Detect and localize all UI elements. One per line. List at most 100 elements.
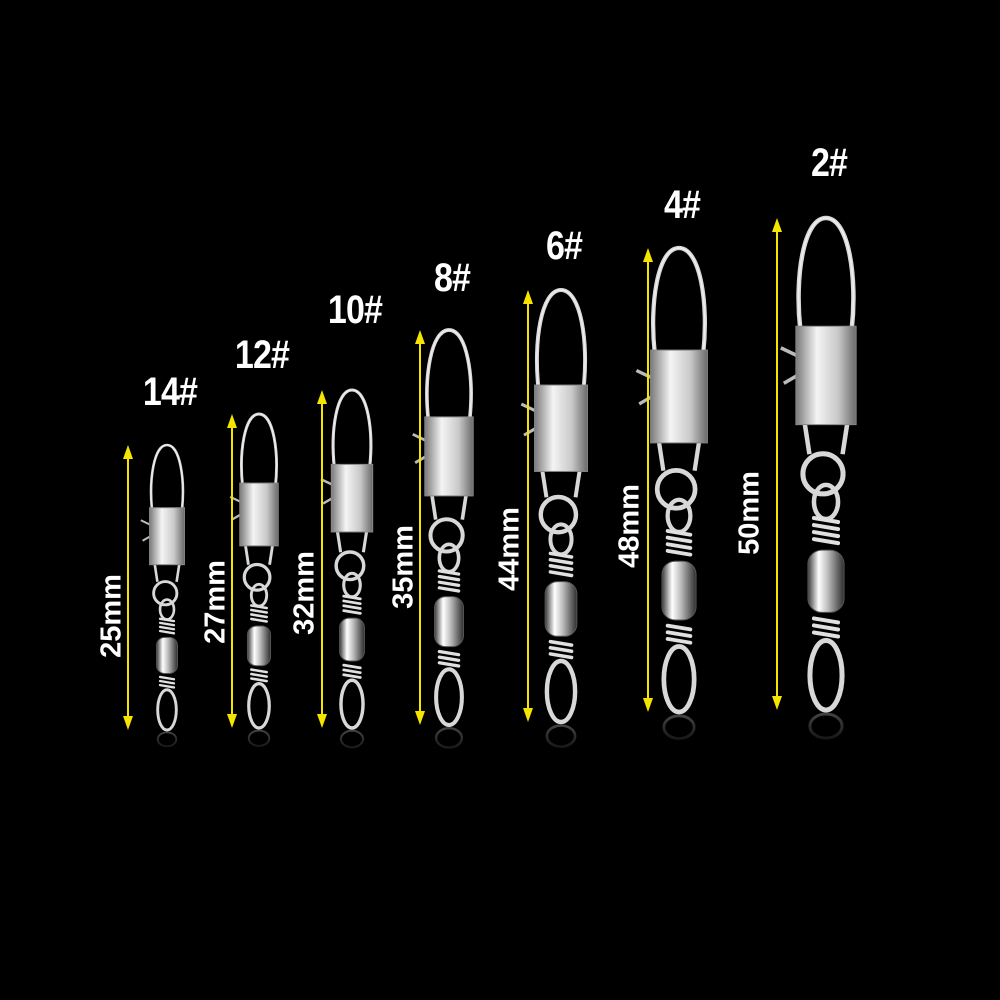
snap-wire-loop	[425, 328, 473, 422]
length-label: 27mm	[199, 560, 232, 645]
wire-twist-lower	[548, 652, 574, 660]
snap-wire-lower	[430, 495, 468, 520]
split-ring	[800, 451, 846, 497]
snap-latch	[140, 519, 151, 542]
swivel-eye-lower	[434, 667, 464, 728]
size-label: 10#	[327, 288, 383, 332]
swivel-7	[772, 215, 857, 753]
snap-wire-highlight	[536, 289, 586, 390]
swivel-3	[317, 388, 374, 758]
snap-wire-loop	[651, 245, 707, 355]
wire-twist	[811, 530, 841, 539]
wire-twist-lower	[250, 677, 268, 683]
snap-latch	[635, 368, 653, 406]
wire-twist-lower	[548, 639, 574, 647]
snap-wire-lower	[244, 545, 274, 565]
measure-arrow-head-bottom	[772, 696, 782, 710]
split-ring	[152, 580, 179, 607]
size-label: 4#	[663, 183, 701, 227]
swivel-1	[123, 443, 185, 756]
swivel-barrel	[246, 625, 272, 667]
swivel-eye-lower	[247, 682, 271, 730]
swivel-eye-upper	[158, 598, 176, 621]
wire-twist	[437, 574, 461, 582]
wire-twist	[158, 629, 176, 635]
snap-latch	[780, 346, 799, 385]
wire-twist-lower	[158, 679, 176, 685]
measure-arrow-head-bottom	[415, 711, 425, 725]
wire-twist-lower	[437, 649, 461, 657]
swivel-barrel	[339, 617, 365, 662]
length-label: 50mm	[733, 471, 766, 556]
measure-arrow-head-top	[643, 248, 653, 262]
wire-twist	[811, 523, 841, 532]
length-label: 44mm	[493, 507, 526, 592]
snap-wire-highlight	[332, 389, 372, 469]
snap-wire-loop	[796, 215, 856, 331]
reflection-fade	[534, 724, 588, 760]
wire-twist-lower	[342, 673, 362, 679]
snap-wire-loop	[240, 412, 278, 488]
wire-twist	[665, 535, 693, 544]
snap-wire-loop	[331, 388, 373, 469]
wire-twist-lower	[158, 675, 176, 681]
snap-wire-highlight	[797, 217, 855, 331]
split-ring	[428, 517, 465, 554]
split-ring	[538, 494, 579, 535]
wire-twist-lower	[548, 646, 574, 654]
snap-wire-lower	[153, 564, 181, 582]
reflection-fade	[795, 712, 857, 753]
measure-arrow-head-top	[123, 445, 133, 459]
swivel-eye-lower	[807, 638, 845, 713]
split-ring	[242, 562, 272, 592]
wire-twist	[665, 548, 693, 557]
measure-arrow-head-top	[523, 290, 533, 304]
swivel-eye-upper	[342, 571, 362, 599]
wire-twist-lower	[158, 683, 176, 689]
wire-twist	[342, 594, 362, 601]
snap-wire-loop	[534, 288, 588, 390]
snap-sleeve	[239, 482, 279, 547]
length-label: 35mm	[387, 525, 420, 609]
snap-wire-lower	[802, 424, 850, 455]
snap-wire-highlight	[150, 444, 184, 512]
length-label: 32mm	[288, 550, 321, 635]
snap-sleeve	[795, 325, 857, 426]
measure-arrow-head-top	[227, 414, 237, 428]
wire-twist-lower	[342, 663, 362, 670]
swivel-barrel	[156, 636, 178, 674]
wire-twist	[437, 586, 461, 593]
wire-twist-lower	[250, 668, 268, 674]
wire-twist-lower	[811, 616, 841, 625]
snap-wire-highlight	[426, 329, 472, 421]
snap-sleeve	[330, 463, 374, 533]
reflection-fade	[149, 732, 185, 756]
wire-twist-lower	[665, 623, 693, 632]
swivel-eye-lower	[544, 658, 578, 725]
swivel-eye-lower	[661, 644, 697, 715]
wire-twist	[811, 516, 841, 525]
reflection-fade	[331, 730, 373, 758]
wire-twist-lower	[437, 655, 461, 662]
snap-wire-lower	[540, 471, 582, 498]
wire-twist	[342, 609, 362, 615]
reflection-fade	[239, 730, 279, 756]
swivel-eye-upper	[811, 482, 841, 522]
swivel-2	[227, 412, 279, 756]
measure-arrow-head-bottom	[317, 714, 327, 728]
snap-sleeve	[149, 507, 185, 566]
wire-twist	[250, 604, 268, 610]
swivel-5	[520, 288, 588, 760]
wire-twist-lower	[811, 630, 841, 639]
wire-twist	[548, 570, 574, 578]
reflection-fade	[424, 727, 474, 760]
wire-twist	[811, 537, 841, 546]
snap-wire-loop	[149, 443, 185, 512]
wire-twist	[158, 617, 176, 623]
size-label: 6#	[545, 224, 583, 268]
wire-twist	[437, 580, 461, 587]
split-ring	[334, 550, 366, 582]
wire-twist	[158, 621, 176, 627]
